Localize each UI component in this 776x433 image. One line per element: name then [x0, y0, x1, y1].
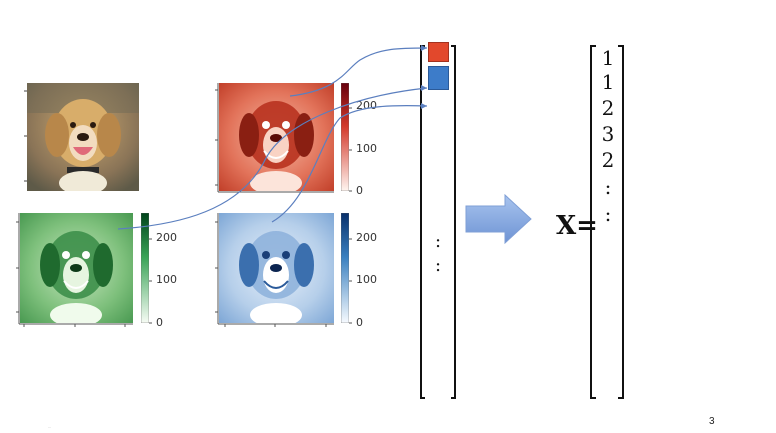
blue-cell	[428, 66, 449, 90]
green-colorbar-tick-200: 200	[156, 231, 177, 244]
dog-photo	[27, 83, 139, 191]
x-vector-ellipsis-1: :	[604, 175, 612, 199]
green-colorbar-tick-0: 0	[156, 316, 163, 329]
photo-axis	[24, 83, 28, 193]
blue-colorbar-tick-0: 0	[356, 316, 363, 329]
column-vector-ellipsis-1: :	[434, 231, 442, 252]
red-cell	[428, 42, 449, 62]
x-vector-bracket	[590, 45, 624, 399]
right-arrow-icon	[465, 194, 532, 244]
x-vector-ellipsis-2: :	[604, 202, 612, 226]
red-colorbar-tick-0: 0	[356, 184, 363, 197]
red-channel-image	[219, 83, 334, 191]
x-vector-value-4: 3	[601, 122, 615, 146]
x-vector-value-3: 2	[601, 96, 615, 120]
blue-channel-image	[219, 213, 334, 323]
green-channel-image	[20, 213, 133, 323]
x-vector-value-1: 1	[601, 46, 615, 70]
x-vector-value-5: 2	[601, 148, 615, 172]
blue-colorbar-tick-200: 200	[356, 231, 377, 244]
red-colorbar-tick-100: 100	[356, 142, 377, 155]
footer-note: ...	[48, 424, 52, 429]
blue-colorbar-tick-100: 100	[356, 273, 377, 286]
x-vector-value-2: 1	[601, 70, 615, 94]
column-vector-ellipsis-2: :	[434, 255, 442, 276]
green-colorbar-tick-100: 100	[156, 273, 177, 286]
red-colorbar-tick-200: 200	[356, 99, 377, 112]
page-number: 3	[709, 416, 715, 427]
